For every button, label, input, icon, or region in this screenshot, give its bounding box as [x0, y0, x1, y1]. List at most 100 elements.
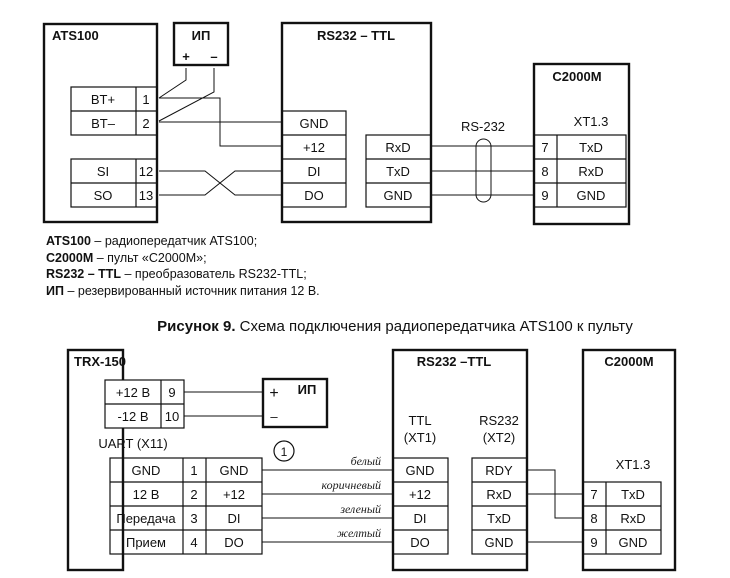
pin-label: RxD: [578, 164, 603, 179]
rs232-pin: TxD: [487, 511, 511, 526]
uart-pin-label: 12 В: [133, 487, 160, 502]
converter-title: RS232 –TTL: [417, 354, 491, 369]
pin-number: 9: [168, 385, 175, 400]
uart-pin-number: 1: [190, 463, 197, 478]
ttl-pin: DO: [410, 535, 430, 550]
psu-box-fig10: [261, 377, 329, 429]
wire-color-label: коричневый: [322, 478, 382, 492]
pin-label: +12 В: [116, 385, 150, 400]
uart-pin-signal: GND: [220, 463, 249, 478]
psu-title: ИП: [192, 28, 211, 43]
pin-label: TxD: [621, 487, 645, 502]
pin-number: 13: [139, 188, 153, 203]
pin-label: SO: [94, 188, 113, 203]
pin-number: 10: [165, 409, 179, 424]
ttl-label: TTL: [408, 413, 431, 428]
pin-number: 8: [541, 164, 548, 179]
c2000m-title: C2000M: [604, 354, 653, 369]
ttl-pin: GND: [300, 116, 329, 131]
marker-circle-icon: [273, 440, 295, 462]
rs232-connector: (XT2): [483, 430, 516, 445]
pin-label: GND: [577, 188, 606, 203]
pin-number: 1: [142, 92, 149, 107]
ttl-pin: DO: [304, 188, 324, 203]
pin-label: RxD: [620, 511, 645, 526]
pin-label: BT–: [91, 116, 116, 131]
ttl-pin: DI: [414, 511, 427, 526]
converter-title: RS232 – TTL: [317, 28, 395, 43]
ttl-pin: +12: [409, 487, 431, 502]
legend-desc: – пульт «С2000М»;: [93, 250, 207, 265]
wire-color-label: желтый: [337, 526, 381, 540]
legend-desc: – резервированный источник питания 12 В.: [63, 283, 320, 298]
uart-pin-number: 4: [190, 535, 197, 550]
cable-shield-icon: [475, 138, 492, 203]
wire-color-label: зеленый: [339, 502, 381, 516]
pin-number: 12: [139, 164, 153, 179]
legend-term: ATS100: [46, 234, 91, 248]
marker-number: 1: [281, 445, 288, 459]
legend-item: RS232 – TTL – преобразователь RS232-TTL;: [46, 266, 320, 283]
legend: ATS100 – радиопередатчик ATS100; C2000M …: [46, 233, 320, 299]
ttl-connector: (XT1): [404, 430, 437, 445]
pin-label: TxD: [579, 140, 603, 155]
rs232-pin: GND: [384, 188, 413, 203]
rs232-pin: GND: [485, 535, 514, 550]
pin-number: 8: [590, 511, 597, 526]
fig10-wires: [184, 391, 583, 543]
uart-pin-signal: +12: [223, 487, 245, 502]
wire-color-label: белый: [351, 454, 381, 468]
c2000m-title: C2000M: [552, 69, 601, 84]
psu-minus: –: [210, 49, 217, 64]
c2000m-box-fig10: [581, 348, 677, 572]
figure-caption: Рисунок 9. Схема подключения радиопереда…: [0, 318, 730, 335]
ats100-title: ATS100: [52, 28, 99, 43]
pin-number: 7: [541, 140, 548, 155]
legend-term: C2000M: [46, 250, 94, 265]
pin-label: GND: [619, 535, 648, 550]
psu-plus: +: [269, 385, 278, 402]
legend-desc: – преобразователь RS232-TTL;: [121, 267, 307, 281]
legend-item: C2000M – пульт «С2000М»;: [46, 250, 320, 267]
rs232-pin: RxD: [486, 487, 511, 502]
psu-box-fig9: [172, 21, 230, 67]
pin-number: 9: [590, 535, 597, 550]
rs232-pin: RDY: [485, 463, 513, 478]
legend-item: ИП – резервированный источник питания 12…: [46, 283, 320, 300]
legend-term: RS232 – TTL: [46, 267, 122, 281]
uart-pin-signal: DI: [228, 511, 241, 526]
pin-label: BT+: [91, 92, 115, 107]
connector-label: XT1.3: [574, 114, 609, 129]
caption-text: Схема подключения радиопередатчика ATS10…: [235, 318, 633, 335]
connector-label: XT1.3: [616, 457, 651, 472]
uart-pin-label: GND: [132, 463, 161, 478]
rs232-pin: RxD: [385, 140, 410, 155]
caption-number: Рисунок 9.: [157, 318, 236, 335]
uart-pin-signal: DO: [224, 535, 244, 550]
uart-label: UART (X11): [98, 436, 167, 451]
rs232-pin: TxD: [386, 164, 410, 179]
uart-pin-number: 2: [190, 487, 197, 502]
pin-number: 7: [590, 487, 597, 502]
psu-plus: +: [182, 49, 190, 64]
ttl-pin: +12: [303, 140, 325, 155]
rs232-label: RS232: [479, 413, 519, 428]
uart-pin-number: 3: [190, 511, 197, 526]
cable-label: RS-232: [461, 119, 505, 134]
uart-pin-label: Прием: [126, 535, 166, 550]
trx150-title: TRX-150: [74, 354, 126, 369]
fig9-wires: [158, 68, 534, 203]
legend-term: ИП: [46, 283, 64, 298]
pin-label: SI: [97, 164, 109, 179]
ttl-pin: GND: [406, 463, 435, 478]
pin-number: 9: [541, 188, 548, 203]
legend-desc: – радиопередатчик ATS100;: [90, 234, 258, 248]
pin-number: 2: [142, 116, 149, 131]
legend-item: ATS100 – радиопередатчик ATS100;: [46, 233, 320, 250]
psu-title: ИП: [298, 382, 317, 397]
uart-pin-label: Передача: [116, 511, 176, 526]
pin-label: -12 В: [117, 409, 148, 424]
ttl-pin: DI: [308, 164, 321, 179]
psu-minus: –: [270, 409, 278, 424]
